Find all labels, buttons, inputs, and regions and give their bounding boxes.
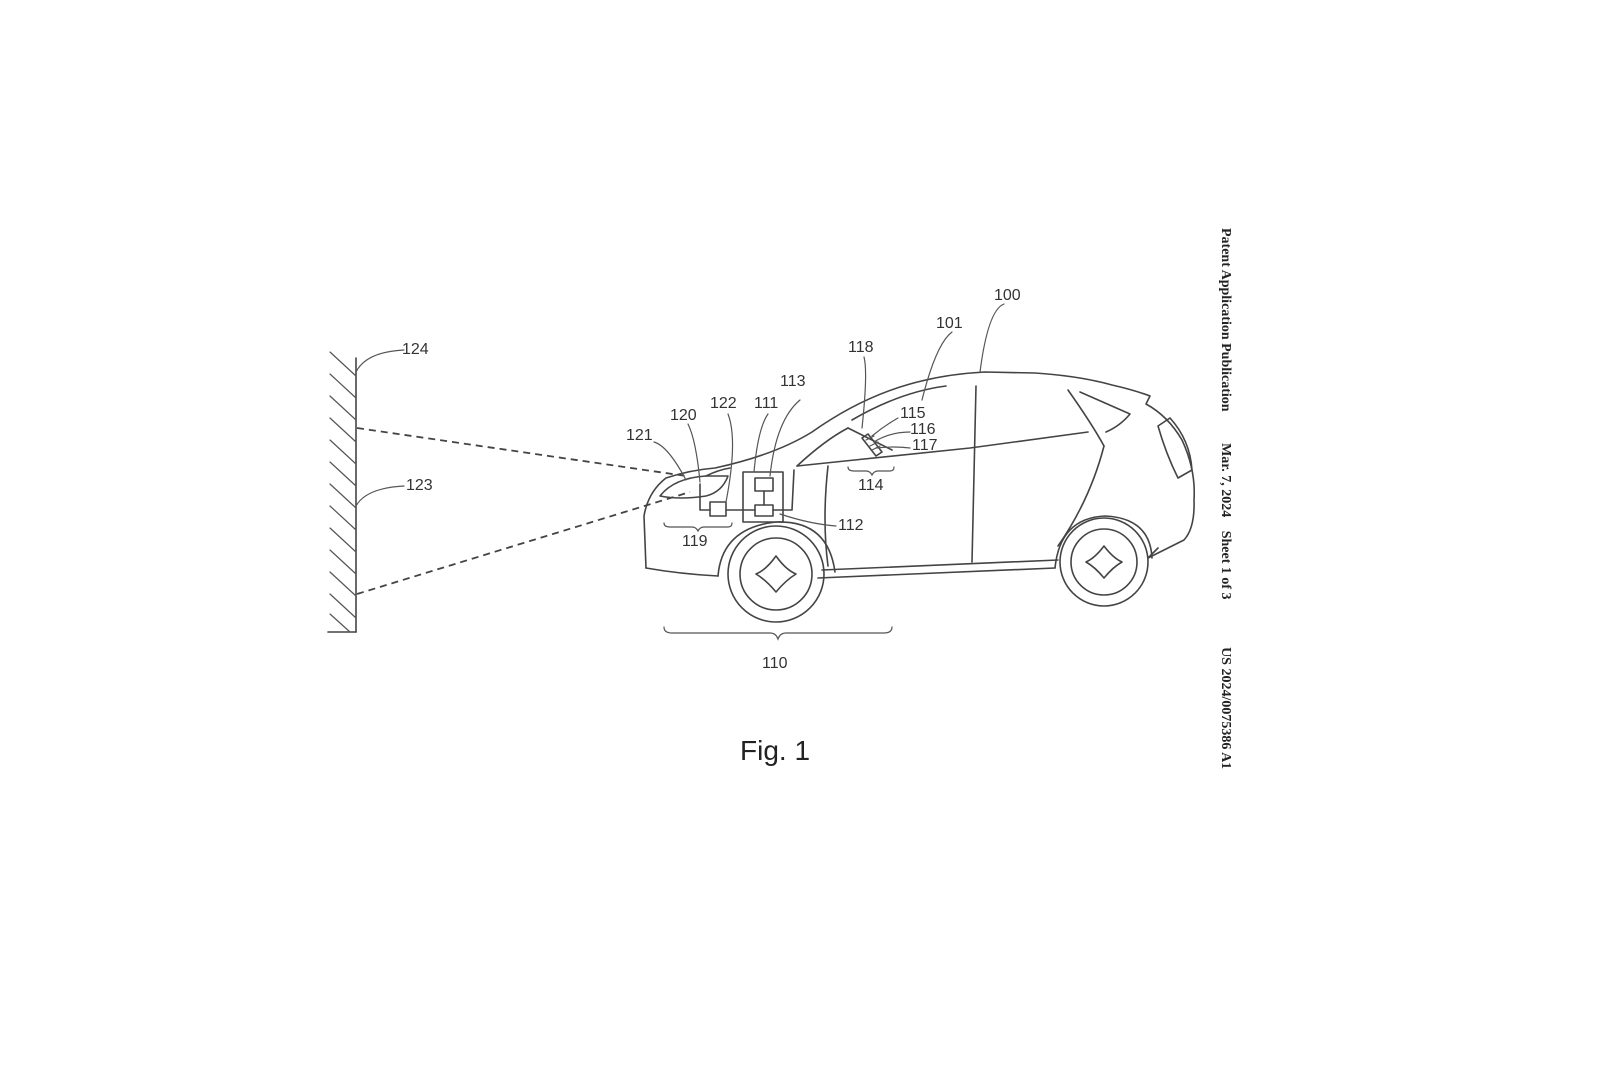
label-119: 119 (682, 533, 708, 550)
label-122: 122 (710, 395, 737, 412)
reference-numerals: 100 101 118 124 113 120 122 111 115 116 … (402, 287, 1021, 766)
label-124: 124 (402, 341, 429, 358)
label-116: 116 (910, 421, 936, 438)
label-120: 120 (670, 407, 697, 424)
label-110: 110 (762, 655, 788, 672)
vehicle (643, 371, 1196, 623)
label-111: 111 (754, 395, 778, 412)
label-100: 100 (994, 287, 1021, 304)
leader-lines (355, 303, 1005, 527)
braces (663, 466, 895, 641)
control-units (699, 433, 883, 523)
label-112: 112 (838, 517, 864, 534)
label-115: 115 (900, 405, 926, 422)
label-101: 101 (936, 315, 963, 332)
label-113: 113 (780, 373, 806, 390)
figure-caption: Fig. 1 (740, 735, 810, 766)
label-118: 118 (848, 339, 874, 356)
label-123: 123 (406, 477, 433, 494)
projection-beam (356, 427, 691, 595)
label-117: 117 (912, 437, 938, 454)
label-121: 121 (626, 427, 653, 444)
label-114: 114 (858, 477, 884, 494)
wall (327, 351, 357, 633)
